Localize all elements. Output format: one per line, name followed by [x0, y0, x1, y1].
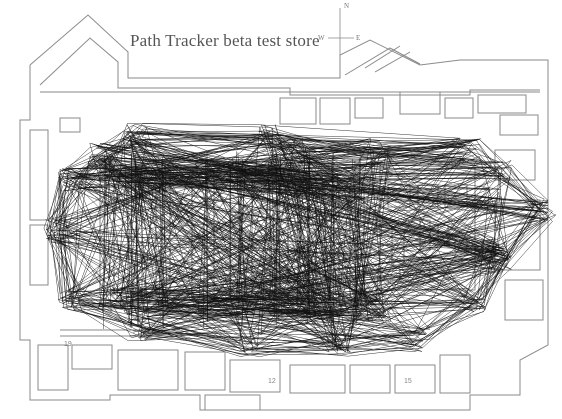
shopper-path [88, 145, 496, 326]
room [504, 279, 544, 321]
aisle-path [329, 153, 334, 320]
shopper-loop-path [46, 123, 548, 355]
room [289, 364, 346, 394]
shopper-loop-path [46, 122, 545, 352]
aisle-path [352, 154, 362, 329]
compass-rose [328, 8, 354, 66]
shopper-path [98, 131, 490, 347]
aisle-path [354, 160, 356, 313]
aisle-path [202, 157, 207, 328]
diagonal-entrance [364, 45, 401, 69]
aisle-path [238, 159, 243, 308]
room [349, 364, 391, 394]
aisle-path [158, 157, 164, 329]
shopper-path [194, 163, 549, 347]
area-number: 19 [64, 341, 72, 348]
compass-north-label: N [344, 2, 350, 10]
shopper-path [105, 140, 509, 181]
aisle-path [103, 157, 105, 330]
room [184, 351, 226, 391]
aisle-path [161, 166, 168, 307]
shopper-loop-path [48, 133, 545, 346]
shopper-path [62, 124, 381, 353]
aisle-path [206, 151, 209, 323]
entrance [204, 394, 261, 411]
shopper-path [61, 145, 504, 322]
shopper-path [103, 124, 490, 353]
shopper-path [124, 131, 493, 354]
shopper-loop-path [55, 131, 541, 357]
shopper-path [98, 158, 548, 351]
diagonal-entrance [344, 47, 421, 76]
shopper-loop-path [55, 132, 541, 349]
aisle-path [274, 154, 283, 319]
room [279, 97, 317, 125]
outer-wall [19, 14, 549, 411]
diagonal-entrance [374, 51, 411, 73]
shopper-loop-path [62, 136, 549, 356]
aisle-path [278, 156, 281, 322]
aisle-path [274, 162, 281, 318]
area-number: 15 [404, 378, 412, 385]
aisle-path [308, 165, 310, 315]
room [29, 224, 49, 286]
aisle-path [198, 162, 208, 311]
shopper-path [59, 168, 502, 303]
room [59, 117, 81, 133]
room [477, 94, 527, 114]
shopper-loop-path [49, 138, 553, 352]
room [71, 344, 113, 370]
aisle-path [162, 166, 166, 327]
aisle-path [237, 152, 246, 304]
room [394, 364, 436, 394]
aisle-path [351, 158, 362, 310]
room [499, 114, 539, 136]
shopper-path [63, 138, 504, 353]
shopper-loop-path [59, 133, 538, 357]
room [444, 97, 474, 119]
room [399, 91, 441, 115]
aisle-path [307, 149, 310, 310]
compass-east-label: E [356, 34, 361, 42]
aisle-path [102, 157, 111, 313]
shopper-path [79, 141, 505, 322]
room [117, 349, 179, 391]
room [319, 97, 351, 125]
room [29, 129, 49, 221]
shopper-path [45, 138, 503, 335]
shopper-path [47, 143, 366, 301]
aisle-path [355, 157, 360, 325]
map-title: Path Tracker beta test store [130, 31, 320, 50]
aisle-path [135, 161, 139, 327]
area-number: 12 [268, 378, 276, 385]
shopper-paths [43, 122, 557, 357]
room [354, 97, 384, 119]
room [494, 149, 536, 181]
shopper-path [62, 178, 509, 318]
aisle-path [236, 151, 244, 327]
aisle-path [331, 162, 337, 306]
room [439, 354, 471, 394]
shopper-loop-path [61, 133, 539, 350]
compass-west-label: W [318, 34, 325, 42]
room [37, 344, 69, 391]
shopper-path [45, 137, 501, 336]
shopper-path [81, 143, 500, 347]
room [229, 359, 281, 393]
aisle-path [105, 159, 112, 313]
shopper-path [89, 131, 510, 339]
